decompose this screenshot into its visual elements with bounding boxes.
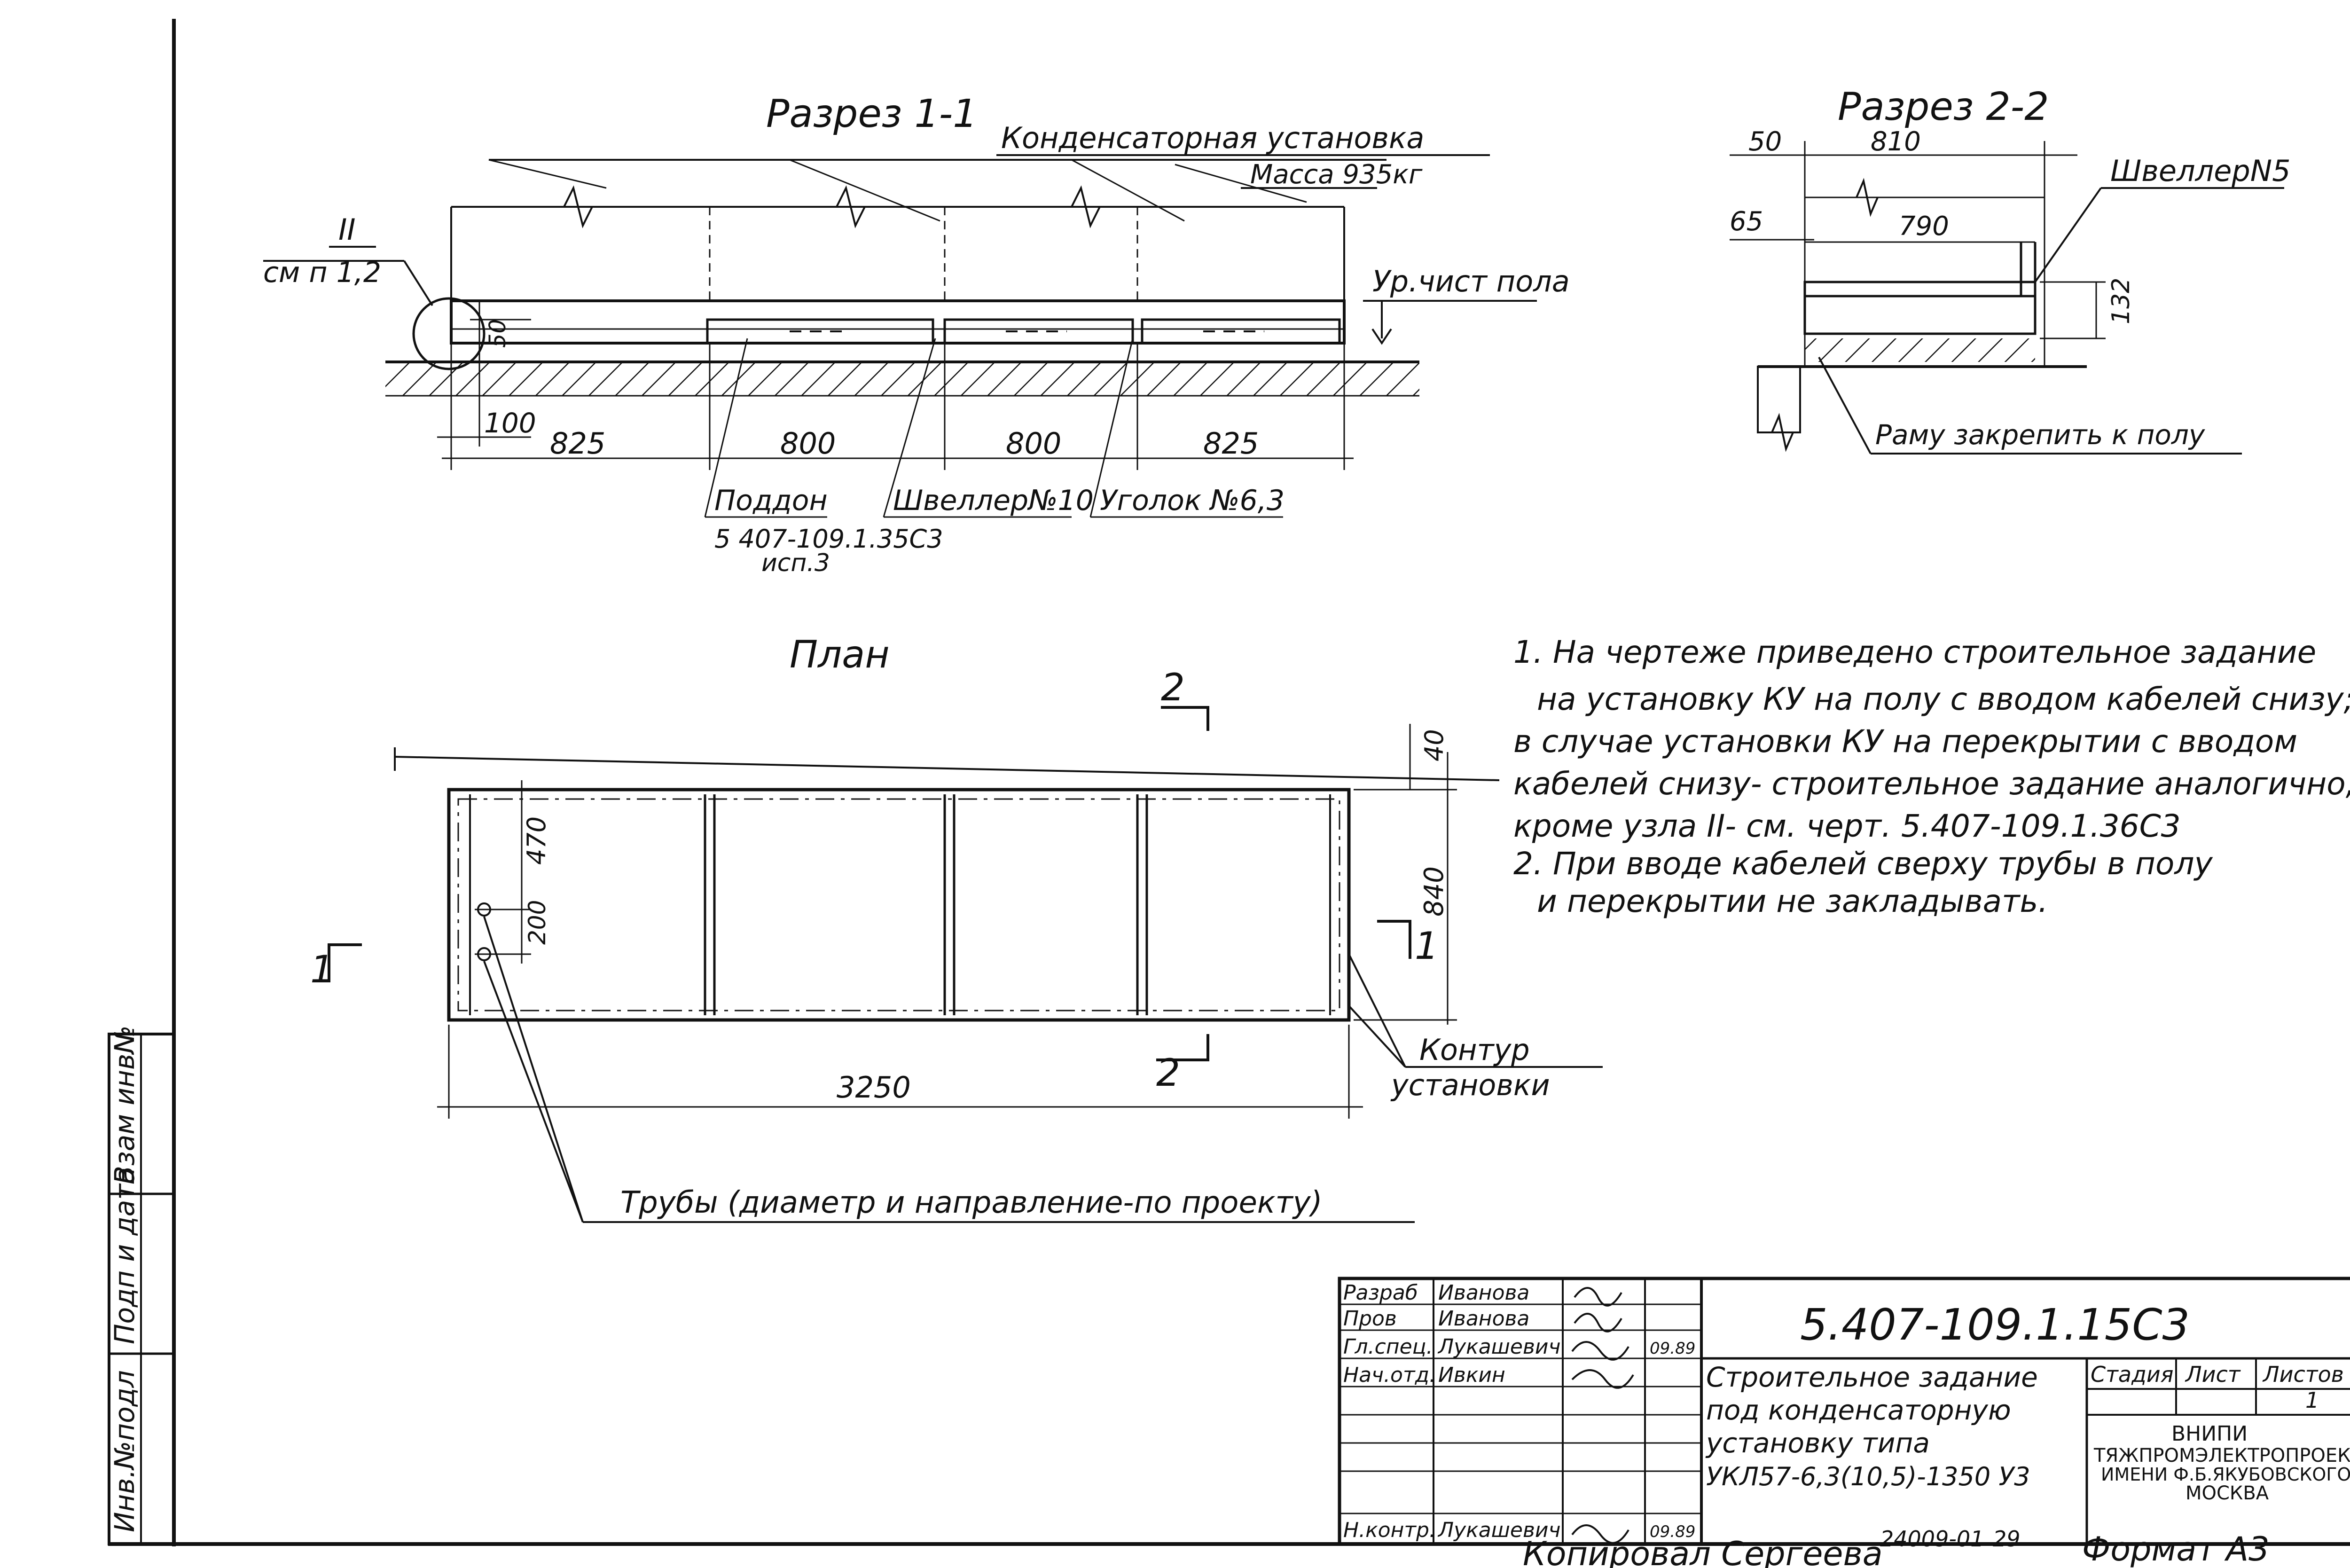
contour-label-1: Контур xyxy=(1419,1033,1530,1067)
role-chief-spec: Гл.спец. xyxy=(1343,1335,1433,1359)
section-marker-2-bottom: 2 xyxy=(1156,1051,1180,1095)
plan-title: План xyxy=(790,633,890,676)
dim-470: 470 xyxy=(522,816,551,865)
copied-by: Копировал Сергеева xyxy=(1523,1535,1883,1568)
dim-800-b: 800 xyxy=(1006,426,1061,461)
dim-825-left: 825 xyxy=(550,426,605,461)
side-stamp: Инв.№подл Подп и дата Взам инв№ xyxy=(108,1026,175,1545)
sheets-value: 1 xyxy=(2305,1388,2319,1413)
col-stage-label: Стадия xyxy=(2091,1362,2173,1387)
note-line-5: кроме узла II- см. черт. 5.407-109.1.36С… xyxy=(1513,808,2181,844)
note-line-2: на установку КУ на полу с вводом кабелей… xyxy=(1537,681,2350,717)
dim-50-top: 50 xyxy=(1748,126,1782,157)
side-stamp-sign-label: Подп и дата xyxy=(109,1167,141,1344)
role-head-dept: Нач.отд. xyxy=(1343,1363,1436,1387)
archive-number: 24009-01 xyxy=(1880,1526,1984,1552)
section-marker-1-right: 1 xyxy=(1415,924,1439,968)
section-2-title: Разрез 2-2 xyxy=(1838,85,2049,129)
note-line-1: 1. На чертеже приведено строительное зад… xyxy=(1513,634,2316,670)
title-line-3: установку типа xyxy=(1705,1427,1930,1459)
notes-block: 1. На чертеже приведено строительное зад… xyxy=(1513,634,2350,919)
note-line-6: 2. При вводе кабелей сверху трубы в полу xyxy=(1513,846,2213,882)
dim-65: 65 xyxy=(1730,206,1763,237)
floor-label: Ур.чист пола xyxy=(1372,264,1570,298)
side-stamp-replace-label: Взам инв№ xyxy=(109,1026,141,1184)
dim-800-a: 800 xyxy=(780,426,836,461)
dim-825-right: 825 xyxy=(1203,426,1259,461)
org-line-3: ИМЕНИ Ф.Б.ЯКУБОВСКОГО xyxy=(2101,1464,2350,1485)
offset-dim: 100 xyxy=(484,407,536,439)
sheet-number: 29 xyxy=(1993,1526,2021,1552)
name-chief-spec: Лукашевич xyxy=(1437,1335,1561,1359)
role-developer: Разраб xyxy=(1343,1281,1418,1305)
angle-label: Уголок №6,3 xyxy=(1100,484,1285,517)
dim-840: 840 xyxy=(1419,866,1449,917)
title-line-4: УКЛ57-6,3(10,5)-1350 У3 xyxy=(1706,1462,2030,1491)
section-marker-1-left: 1 xyxy=(310,948,334,991)
pipes-label: Трубы (диаметр и направление-по проекту) xyxy=(620,1185,1323,1220)
section-2-2: Разрез 2-2 810 50 790 65 132 ШвеллерN5 Р… xyxy=(1730,85,2291,455)
tray-label: Поддон xyxy=(714,484,828,517)
signature-checked xyxy=(1574,1313,1622,1333)
mass-label: Масса 935кг xyxy=(1250,159,1423,190)
date-norm-control: 09.89 xyxy=(1650,1522,1695,1541)
side-stamp-inv-label: Инв.№подл xyxy=(109,1370,141,1532)
name-norm-control: Лукашевич xyxy=(1437,1518,1561,1542)
section-marker-2-top: 2 xyxy=(1161,666,1185,709)
name-head-dept: Ивкин xyxy=(1438,1363,1505,1387)
date-chief-spec: 09.89 xyxy=(1650,1339,1695,1358)
dim-810: 810 xyxy=(1871,126,1921,157)
equipment-label: Конденсаторная установка xyxy=(1001,121,1424,155)
signature-norm-control xyxy=(1571,1524,1629,1544)
org-line-4: МОСКВА xyxy=(2186,1482,2269,1504)
format-label: Формат А3 xyxy=(2082,1530,2270,1568)
dim-40: 40 xyxy=(1419,729,1449,761)
title-line-2: под конденсаторную xyxy=(1706,1394,2011,1426)
section-1-title: Разрез 1-1 xyxy=(766,92,977,136)
footer: Копировал Сергеева 24009-01 29 Формат А3 xyxy=(1523,1526,2270,1568)
org-line-1: ВНИПИ xyxy=(2171,1422,2248,1446)
dim-790: 790 xyxy=(1899,211,1949,242)
channel-n5-label: ШвеллерN5 xyxy=(2110,154,2291,188)
name-developer: Иванова xyxy=(1438,1281,1529,1305)
tray-variant: исп.3 xyxy=(761,549,830,577)
channel-label: Швеллер№10 xyxy=(893,484,1094,517)
role-norm-control: Н.контр. xyxy=(1343,1518,1436,1542)
dim-132: 132 xyxy=(2107,278,2135,324)
dim-200: 200 xyxy=(524,900,551,945)
signature-head-dept xyxy=(1571,1369,1634,1389)
name-checked: Иванова xyxy=(1438,1307,1529,1331)
dim-3250: 3250 xyxy=(837,1070,911,1105)
signature-chief-spec xyxy=(1571,1341,1629,1361)
org-line-2: ТЯЖПРОМЭЛЕКТРОПРОЕКТ xyxy=(2093,1445,2350,1466)
signature-developer xyxy=(1574,1287,1622,1307)
title-block: Разраб Пров Гл.спец. Нач.отд. Н.контр. И… xyxy=(1338,1277,2350,1546)
tray-ref: 5 407-109.1.35С3 xyxy=(714,524,943,554)
plan-view: План 470 200 40 840 xyxy=(310,633,1603,1223)
title-line-1: Строительное задание xyxy=(1706,1361,2038,1393)
fix-to-floor-label: Раму закрепить к полу xyxy=(1875,419,2205,451)
col-sheets-label: Листов xyxy=(2262,1362,2344,1387)
contour-label-2: установки xyxy=(1390,1068,1550,1102)
note-line-3: в случае установки КУ на перекрытии с вв… xyxy=(1513,723,2297,760)
role-checked: Пров xyxy=(1343,1307,1397,1331)
note-line-7: и перекрытии не закладывать. xyxy=(1537,883,2048,919)
section-1-1: Разрез 1-1 Конденсаторная установка Масс… xyxy=(263,92,1570,577)
doc-number: 5.407-109.1.15С3 xyxy=(1800,1300,2190,1350)
col-sheet-label: Лист xyxy=(2185,1362,2241,1387)
node-ref-top: II xyxy=(338,212,356,247)
note-line-4: кабелей снизу- строительное задание анал… xyxy=(1513,766,2350,802)
